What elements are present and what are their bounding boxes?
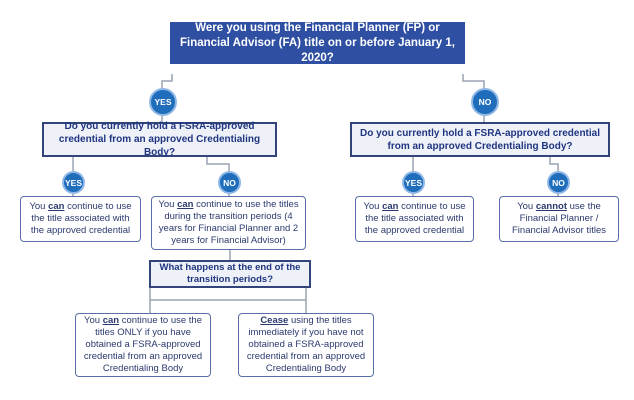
right-credential-question: Do you currently hold a FSRA-approved cr… <box>350 122 610 157</box>
emphasis-can: can <box>102 315 120 326</box>
outcome-can-continue: You can continue to use the titles ONLY … <box>75 313 211 377</box>
answer-left-yes: You can continue to use the title associ… <box>20 196 141 242</box>
emphasis-cease: Cease <box>260 315 289 326</box>
answer-right-yes: You can continue to use the title associ… <box>355 196 474 242</box>
emphasis-can: can <box>177 199 194 210</box>
answer-left-no: You can continue to use the titles durin… <box>151 196 306 250</box>
badge-right-yes: YES <box>402 171 425 194</box>
badge-no-right: NO <box>471 88 499 116</box>
root-question-text: Were you using the Financial Planner (FP… <box>180 21 455 64</box>
emphasis-can: can <box>382 201 399 212</box>
emphasis-cannot: cannot <box>535 201 567 212</box>
badge-left-no: NO <box>218 171 241 194</box>
root-question: Were you using the Financial Planner (FP… <box>170 22 465 64</box>
answer-right-no: You cannot use the Financial Planner / F… <box>499 196 619 242</box>
left-credential-question: Do you currently hold a FSRA-approved cr… <box>42 121 277 158</box>
badge-yes-left: YES <box>149 88 177 116</box>
badge-left-yes: YES <box>62 171 85 194</box>
connector-outcome-split <box>149 287 307 301</box>
badge-right-no: NO <box>547 171 570 194</box>
transition-question: What happens at the end of the transitio… <box>149 260 311 288</box>
outcome-cease: Cease using the titles immediately if yo… <box>238 313 374 377</box>
emphasis-can: can <box>48 201 65 212</box>
